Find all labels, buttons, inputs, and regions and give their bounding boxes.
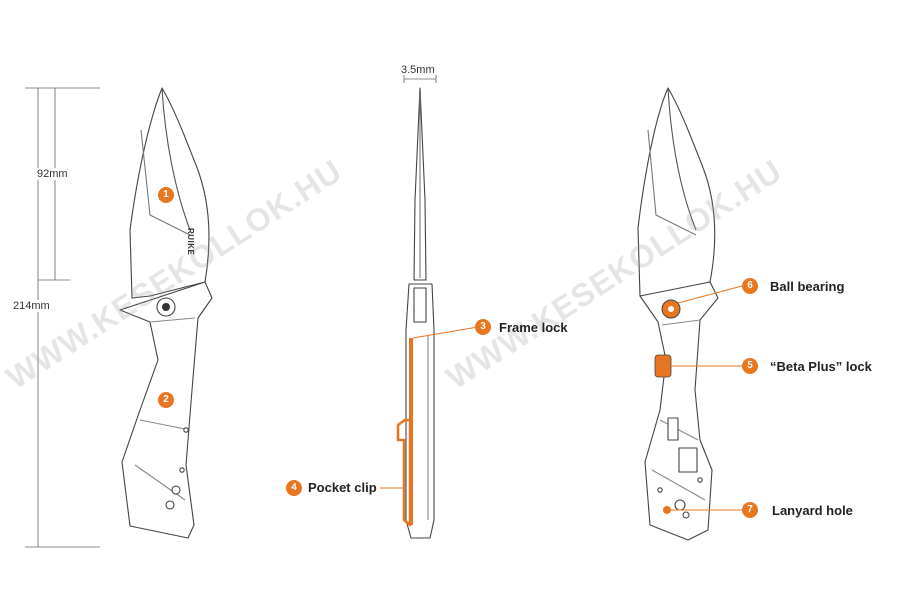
blade-back: [637, 87, 716, 297]
callout-pocket-clip-label: Pocket clip: [308, 480, 377, 495]
callout-7-badge: 7: [742, 502, 758, 518]
dimension-lines: [25, 87, 100, 548]
lanyard-hole-highlight: [663, 506, 671, 514]
beta-plus-lock-highlight: [654, 354, 672, 378]
leader-lines: [380, 285, 743, 511]
callout-lanyard-hole-label: Lanyard hole: [772, 503, 853, 518]
callout-5-badge: 5: [742, 358, 758, 374]
callout-ball-bearing-label: Ball bearing: [770, 279, 845, 294]
pocket-clip-highlight: [396, 418, 412, 527]
callout-3-badge: 3: [475, 319, 491, 335]
brand-mark-front: RUIKE: [186, 228, 195, 256]
overall-length-label: 214mm: [13, 300, 50, 312]
knife-back-view: [637, 87, 719, 541]
callout-beta-plus-lock-label: “Beta Plus” lock: [770, 359, 872, 374]
handle-front: [119, 281, 213, 539]
thickness-label: 3.5mm: [401, 64, 435, 76]
marker-1-badge: 1: [158, 187, 174, 203]
blade-length-label: 92mm: [37, 168, 68, 180]
callout-6-badge: 6: [742, 278, 758, 294]
marker-2-badge: 2: [158, 392, 174, 408]
callout-frame-lock-label: Frame lock: [499, 320, 568, 335]
callout-4-badge: 4: [286, 480, 302, 496]
